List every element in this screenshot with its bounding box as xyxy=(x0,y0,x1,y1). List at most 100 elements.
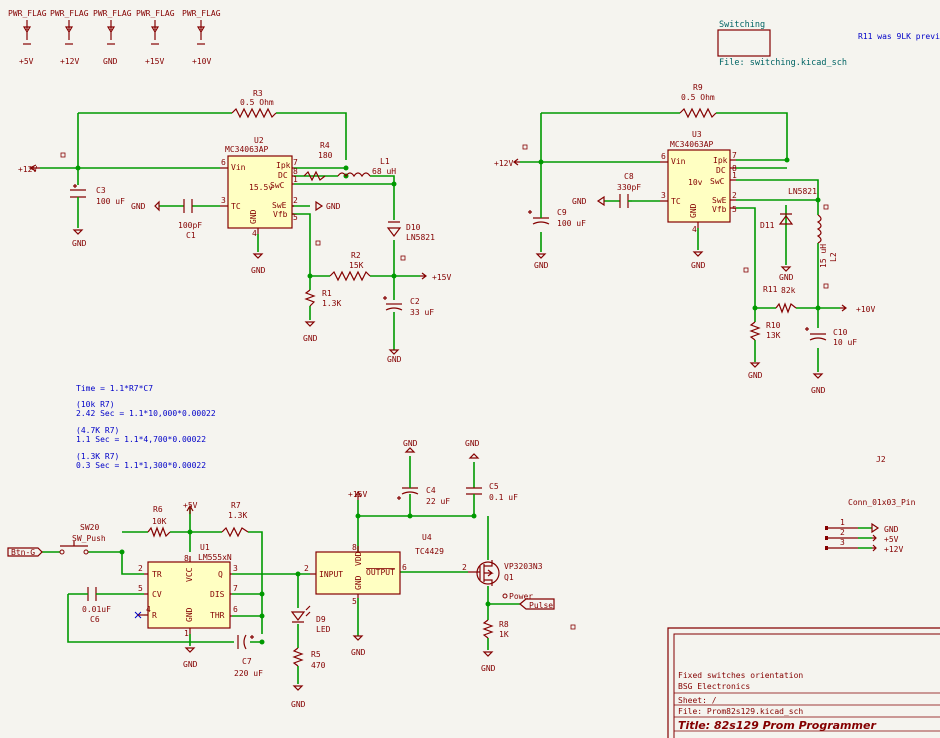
pwr-flag-10v[interactable]: PWR_FLAG +10V xyxy=(182,9,221,66)
svg-text:+12V: +12V xyxy=(494,159,513,168)
diode-d10[interactable]: D10 LN5821 xyxy=(386,221,435,242)
resistor-r10[interactable]: R10 13K xyxy=(749,321,781,341)
pwr-net-label: +10V xyxy=(192,57,211,66)
ic-u4[interactable]: U4 TC4429 INPUT VDD GND OUTPUT 2 8 5 6 xyxy=(304,533,444,606)
resistor-r9[interactable]: R9 0.5 Ohm xyxy=(679,83,717,119)
pwr-flag-15v[interactable]: PWR_FLAG +15V xyxy=(136,9,175,66)
capacitor-c6[interactable]: 0.01uF C6 xyxy=(80,587,111,624)
switching-subsheet[interactable]: Switching File: switching.kicad_sch xyxy=(717,20,847,68)
gnd-symbol: GND xyxy=(534,253,549,270)
gnd-symbol-c5: GND xyxy=(465,439,480,459)
svg-text:3: 3 xyxy=(221,196,226,205)
mosfet-q1[interactable]: 2 VP3203N3 Q1 xyxy=(462,560,543,586)
ref-label: Q1 xyxy=(504,573,514,582)
net-label-pulse[interactable]: Pulse xyxy=(519,598,555,610)
svg-text:8: 8 xyxy=(293,167,298,176)
converter-15v: +12V C3 100 uF GND R3 0.5 Ohm R4 180 xyxy=(18,89,451,364)
value-label: LM555xN xyxy=(198,553,232,562)
subsheet-box[interactable] xyxy=(717,29,771,57)
capacitor-c2[interactable]: C2 33 uF xyxy=(383,296,434,317)
capacitor-c10[interactable]: C10 10 uF xyxy=(805,327,857,347)
connector-j2[interactable]: J2 Conn_01x03_Pin 1 2 3 GND +5V +12V xyxy=(825,455,916,554)
resistor-r6[interactable]: R6 10K xyxy=(147,505,171,538)
svg-text:+5V: +5V xyxy=(183,501,198,510)
svg-text:Ipk: Ipk xyxy=(713,156,728,165)
svg-text:GND: GND xyxy=(534,261,549,270)
ref-label: C6 xyxy=(90,615,100,624)
inductor-l1[interactable]: L1 68 uH xyxy=(337,157,396,178)
pwr-net-label: GND xyxy=(103,57,118,66)
resistor-r2[interactable]: R2 15K xyxy=(329,251,371,282)
timing-notes: Time = 1.1*R7*C7 (10k R7) 2.42 Sec = 1.1… xyxy=(76,384,216,470)
ref-label: R5 xyxy=(311,650,321,659)
svg-text:6: 6 xyxy=(221,158,226,167)
value-label: 68 uH xyxy=(372,167,396,176)
svg-text:1.1 Sec = 1.1*4,700*0.00022: 1.1 Sec = 1.1*4,700*0.00022 xyxy=(76,435,206,444)
svg-text:1: 1 xyxy=(293,175,298,184)
switch-sw20[interactable]: SW20 SW_Push xyxy=(59,523,106,555)
gnd-symbol: GND xyxy=(748,362,763,380)
pwr-flag-label: PWR_FLAG xyxy=(136,9,175,18)
gnd-symbol-swe: GND xyxy=(315,200,341,212)
svg-text:+12V: +12V xyxy=(18,165,37,174)
ic-u2[interactable]: U2 MC34063AP Vin TC Ipk DC 15.5v SwC SwE… xyxy=(220,136,298,238)
capacitor-c8[interactable]: C8 330pF xyxy=(617,172,641,208)
resistor-r4[interactable]: R4 180 xyxy=(303,141,333,182)
svg-text:Pulse: Pulse xyxy=(529,601,553,610)
title-sheet: Sheet: / xyxy=(678,696,717,705)
pwr-flag-5v[interactable]: PWR_FLAG +5V xyxy=(8,9,47,66)
value-label: 0.5 Ohm xyxy=(681,93,715,102)
svg-text:8: 8 xyxy=(732,164,737,173)
ref-label: R4 xyxy=(320,141,330,150)
value-label: 15K xyxy=(349,261,364,270)
gnd-symbol: GND xyxy=(691,251,706,270)
svg-text:Vin: Vin xyxy=(671,157,686,166)
inductor-l2[interactable]: L2 15 uH xyxy=(816,214,838,268)
value-label: 330pF xyxy=(617,183,641,192)
ref-label: SW20 xyxy=(80,523,99,532)
svg-text:GND: GND xyxy=(465,439,480,448)
svg-text:(4.7K R7): (4.7K R7) xyxy=(76,426,119,435)
svg-text:VDD: VDD xyxy=(354,551,363,566)
value-label: Conn_01x03_Pin xyxy=(848,498,916,507)
ref-label: C1 xyxy=(186,231,196,240)
capacitor-c4[interactable]: C4 22 uF xyxy=(397,486,450,506)
value-label: 470 xyxy=(311,661,326,670)
value-label: 33 uF xyxy=(410,308,434,317)
pwr-flag-gnd[interactable]: PWR_FLAG GND xyxy=(93,9,132,66)
led-d9[interactable]: D9 LED xyxy=(290,605,331,634)
svg-text:7: 7 xyxy=(732,151,737,160)
resistor-r7[interactable]: R7 1.3K xyxy=(221,501,249,538)
net-label-15v-out: +15V xyxy=(420,272,451,282)
gnd-symbol-c4: GND xyxy=(403,439,418,453)
svg-text:+15V: +15V xyxy=(348,490,367,499)
resistor-r3[interactable]: R3 0.5 Ohm xyxy=(231,89,277,119)
ref-label: C4 xyxy=(426,486,436,495)
title-comment: Fixed switches orientation xyxy=(678,671,803,680)
svg-text:4: 4 xyxy=(692,225,697,234)
pwr-flag-12v[interactable]: PWR_FLAG +12V xyxy=(50,9,89,66)
gnd-symbol: GND xyxy=(351,635,366,657)
value-label: 0.5 Ohm xyxy=(240,98,274,107)
ref-label: L1 xyxy=(380,157,390,166)
capacitor-c9[interactable]: C9 100 uF xyxy=(528,208,586,228)
ic-u1[interactable]: U1 LM555xN TR CV R VCC GND Q DIS THR 2 5… xyxy=(138,543,238,638)
svg-text:GND: GND xyxy=(354,575,363,590)
resistor-r1[interactable]: R1 1.3K xyxy=(304,289,341,308)
svg-text:DC: DC xyxy=(278,171,288,180)
diode-d11[interactable]: D11 LN5821 xyxy=(760,187,817,230)
resistor-r8[interactable]: R8 1K xyxy=(482,619,509,639)
value-label: 100 uF xyxy=(557,219,586,228)
value-label: TC4429 xyxy=(415,547,444,556)
capacitor-c1[interactable]: 100pF C1 xyxy=(178,199,202,240)
svg-text:1: 1 xyxy=(184,629,189,638)
svg-text:VCC: VCC xyxy=(185,567,194,582)
capacitor-c7[interactable]: C7 220 uF xyxy=(234,634,263,678)
resistor-r11[interactable]: R11 82k xyxy=(763,285,797,314)
gnd-symbol: GND xyxy=(811,373,826,395)
resistor-r5[interactable]: R5 470 xyxy=(292,647,326,670)
svg-text:GND: GND xyxy=(481,664,496,673)
title-block: Fixed switches orientation BSG Electroni… xyxy=(667,627,940,738)
svg-text:2: 2 xyxy=(304,564,309,573)
ic-u3[interactable]: U3 MC34063AP Vin TC Ipk DC 10v SwC SwE V… xyxy=(660,130,737,234)
